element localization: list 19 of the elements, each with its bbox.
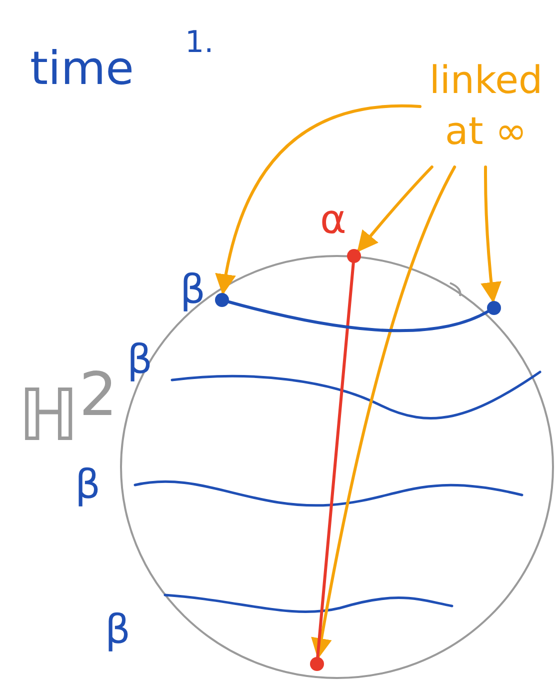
step-number: 1.	[185, 28, 214, 58]
line-segment	[316, 261, 355, 659]
curve-label: β	[127, 340, 153, 380]
point-label: β	[180, 270, 206, 310]
arrow	[311, 166, 456, 660]
arrow	[356, 166, 434, 252]
point-dot	[310, 657, 324, 671]
axis-label: time	[30, 45, 134, 91]
arrow	[216, 104, 422, 296]
space-label: ℍ$^{2}$	[18, 365, 118, 451]
curve-label: β	[105, 610, 131, 650]
point-dot	[487, 301, 501, 315]
handwritten-note: linked at ∞	[420, 55, 552, 167]
point-dot	[347, 249, 361, 263]
point-dot	[215, 293, 229, 307]
curve-label: β	[75, 465, 101, 505]
arrow	[480, 166, 502, 304]
point-label: α	[320, 200, 346, 240]
wavy-line	[227, 300, 490, 332]
